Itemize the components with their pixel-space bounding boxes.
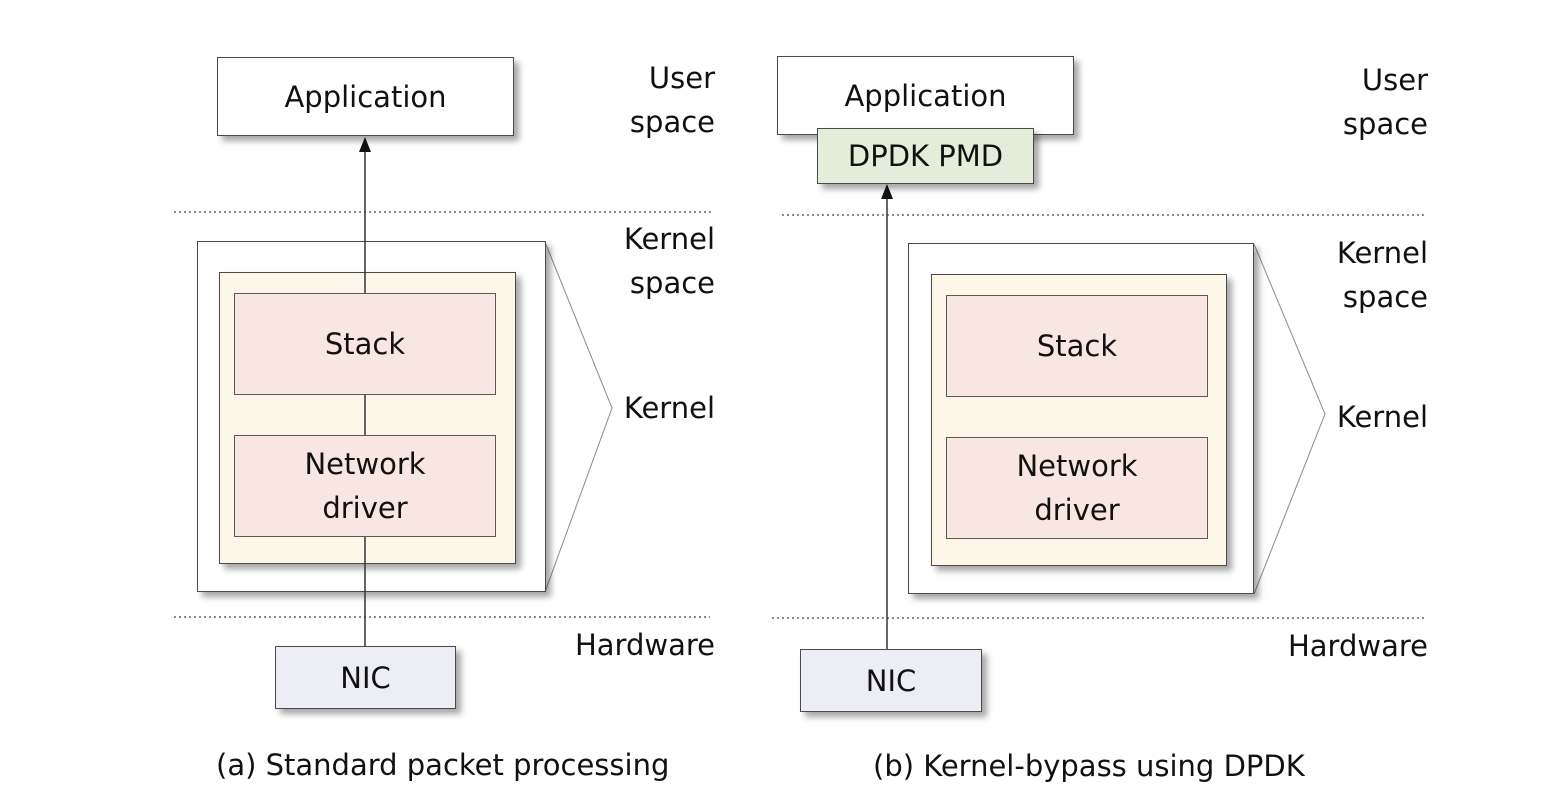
dpdk-pmd-box: DPDK PMD <box>817 128 1034 184</box>
caption-b: (b) Kernel-bypass using DPDK <box>873 749 1305 783</box>
caption-a: (a) Standard packet processing <box>216 748 670 782</box>
hardware-label-a: Hardware <box>574 628 715 662</box>
stack-label-a: Stack <box>324 327 406 361</box>
network-driver-box-a: Network driver <box>234 435 496 537</box>
network-driver-label-b: Network driver <box>1016 449 1138 527</box>
nic-label-b: NIC <box>865 663 917 698</box>
stack-label-b: Stack <box>1036 329 1118 363</box>
kernel-space-label-a: Kernel space <box>623 222 715 300</box>
kernel-bracket-b <box>1253 243 1326 595</box>
stack-box-a: Stack <box>234 293 496 395</box>
user-space-label-b: User space <box>1342 63 1428 141</box>
nic-box-a: NIC <box>275 646 456 709</box>
user-space-label-a: User space <box>629 61 715 139</box>
application-box-a: Application <box>217 57 514 136</box>
kernel-bracket-a <box>544 241 613 593</box>
network-driver-label-a: Network driver <box>304 447 426 525</box>
application-label-a: Application <box>284 79 447 114</box>
kernel-label-b: Kernel <box>1336 400 1428 434</box>
dpdk-pmd-label: DPDK PMD <box>847 139 1004 173</box>
kernel-label-a: Kernel <box>623 391 715 425</box>
application-box-b: Application <box>777 56 1074 135</box>
stack-box-b: Stack <box>946 295 1208 397</box>
application-label-b: Application <box>844 79 1007 113</box>
kernel-space-label-b: Kernel space <box>1336 236 1428 314</box>
hardware-label-b: Hardware <box>1287 629 1428 663</box>
nic-label-a: NIC <box>340 660 391 695</box>
network-driver-box-b: Network driver <box>946 437 1208 539</box>
nic-box-b: NIC <box>800 649 982 712</box>
